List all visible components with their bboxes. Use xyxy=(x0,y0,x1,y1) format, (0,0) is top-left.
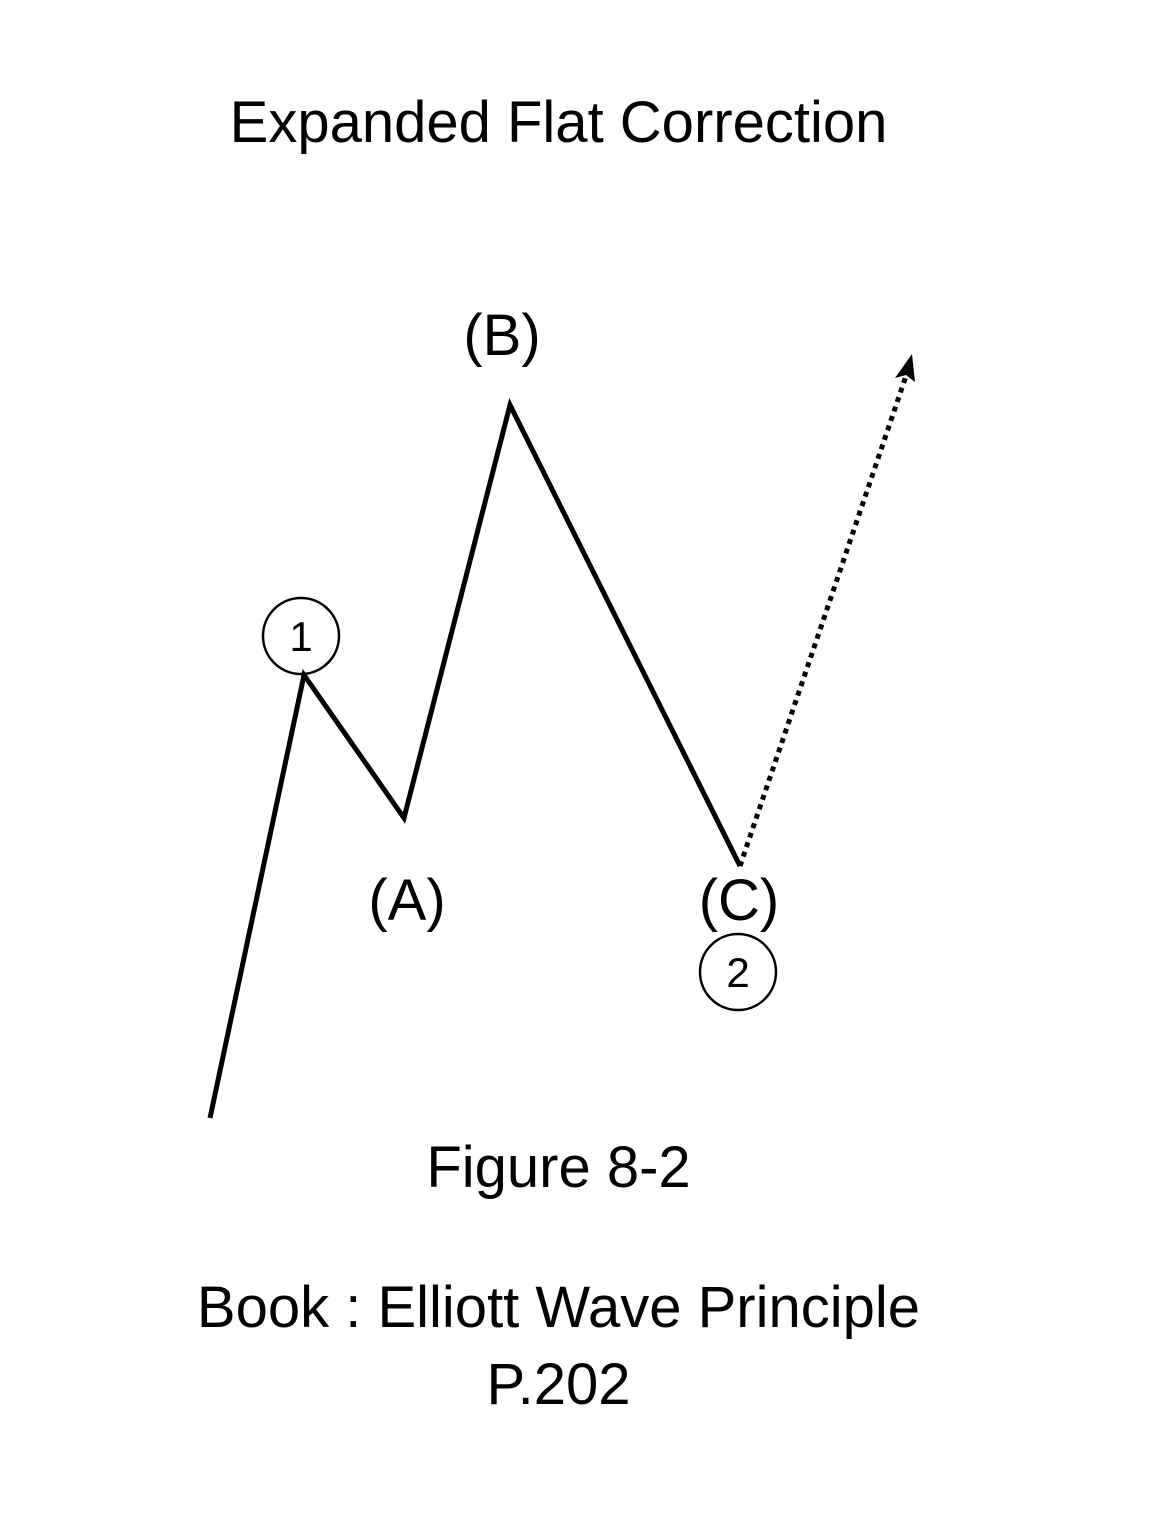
wave-1-circle xyxy=(261,596,341,676)
book-reference: Book : Elliott Wave Principle xyxy=(196,1275,921,1340)
wave-2-label: 2 xyxy=(726,949,749,996)
wave-path xyxy=(207,397,743,1119)
wave-c-label: (C) xyxy=(699,868,780,933)
arrowhead-icon xyxy=(895,354,915,382)
diagram-title: Expanded Flat Correction xyxy=(229,90,888,155)
figure-caption: Figure 8-2 xyxy=(426,1135,691,1200)
projection-arrow xyxy=(737,369,911,867)
wave-2-circle xyxy=(698,932,778,1012)
page-reference: P.202 xyxy=(486,1352,631,1417)
wave-1-label: 1 xyxy=(289,613,312,660)
wave-b-label: (B) xyxy=(463,303,540,368)
wave-a-label: (A) xyxy=(368,868,445,933)
